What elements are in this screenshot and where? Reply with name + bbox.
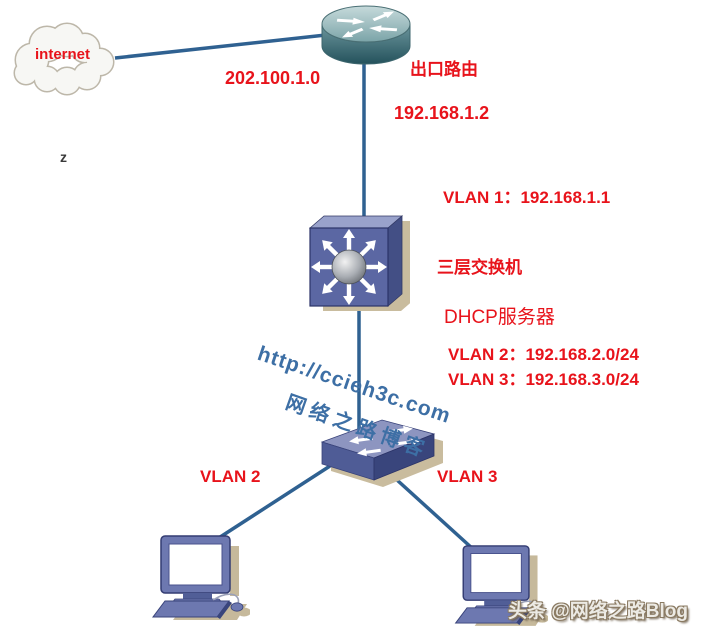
internet-label: internet <box>35 46 91 63</box>
l3-switch-icon <box>308 215 415 311</box>
vlan3-label: VLAN 3 <box>437 467 498 486</box>
router-icon <box>321 5 411 65</box>
vlan2-subnet-label: VLAN 2：192.168.2.0/24 <box>448 345 639 364</box>
router-ip-label: 192.168.1.2 <box>394 103 490 123</box>
l2-switch-node <box>312 412 444 495</box>
l3-switch-node <box>306 212 415 317</box>
l2-switch-icon <box>320 419 443 487</box>
internet-cloud-node <box>8 16 120 103</box>
watermark-credit: 头条 @网络之路Blog <box>508 601 689 622</box>
pc-icon <box>152 535 251 620</box>
router-node <box>320 4 412 71</box>
l3-switch-title-label: 三层交换机 <box>437 258 522 277</box>
cloud-icon <box>13 22 115 96</box>
dhcp-server-label: DHCP服务器 <box>444 307 555 328</box>
pc-icon <box>454 545 549 626</box>
wan-subnet-label: 202.100.1.0 <box>225 68 321 88</box>
vlan2-label: VLAN 2 <box>200 467 261 486</box>
vlan3-subnet-label: VLAN 3：192.168.3.0/24 <box>448 370 639 389</box>
router-title-label: 出口路由 <box>410 60 478 79</box>
vlan1-ip-label: VLAN 1：192.168.1.1 <box>443 188 611 207</box>
link-internet-router <box>114 32 336 60</box>
pc-left-node <box>145 530 251 627</box>
pc-right-node <box>448 540 549 633</box>
stray-z-annotation: z <box>60 149 67 165</box>
